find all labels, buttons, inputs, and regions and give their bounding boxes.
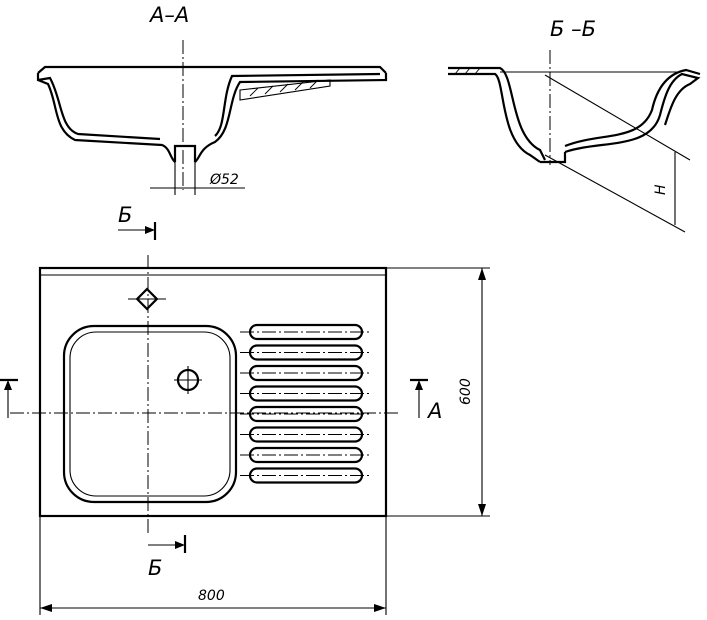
- section-bb-title: Б –Б: [550, 17, 596, 41]
- section-aa-rim: [37, 65, 387, 74]
- section-aa-right-outer: [194, 73, 388, 163]
- section-aa-drainboard: [239, 79, 331, 101]
- drainboard-grooves: [240, 323, 372, 484]
- section-aa-right-inner: [214, 72, 381, 137]
- bowl-outer: [62, 324, 238, 504]
- section-bb-left-inner: [448, 72, 541, 163]
- section-aa-bowl-inner: [37, 76, 161, 141]
- faucet-hole: [135, 287, 159, 311]
- diameter-label: Ø52: [209, 172, 239, 188]
- height-label: 600: [458, 378, 474, 405]
- cut-b-bottom-label: Б: [148, 556, 162, 580]
- section-bb: Б –Б Н: [448, 17, 701, 233]
- section-bb-drain: [540, 152, 567, 164]
- cut-a-right-label: А: [426, 399, 442, 423]
- bowl-inner: [69, 331, 231, 497]
- cut-b-top-label: Б: [118, 203, 132, 227]
- section-aa: А–А Ø52: [36, 3, 388, 195]
- section-bb-height-label: Н: [653, 184, 669, 195]
- plan-view: Б Б А 800 600: [0, 203, 490, 615]
- width-label: 800: [198, 588, 225, 604]
- section-bb-left-wall: [448, 66, 546, 161]
- sink-outline: [38, 266, 388, 518]
- section-bb-right-wall: [564, 72, 701, 154]
- section-aa-drain: [173, 144, 197, 162]
- section-bb-right-inner: [564, 68, 701, 148]
- section-aa-bowl-outer: [36, 73, 176, 163]
- section-aa-title: А–А: [148, 3, 189, 27]
